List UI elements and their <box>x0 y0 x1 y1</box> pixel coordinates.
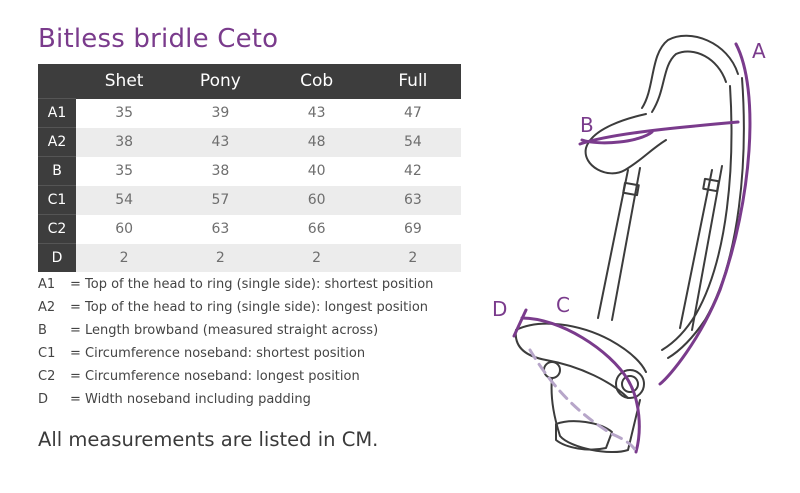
table-cell: 54 <box>76 185 173 215</box>
table-cell: 47 <box>403 105 422 121</box>
side-ring-inner <box>621 375 639 393</box>
table-cell: 2 <box>76 243 173 272</box>
row-label: A2 <box>38 127 76 157</box>
table-cell: 63 <box>211 221 230 237</box>
units-note: All measurements are listed in CM. <box>38 428 379 451</box>
legend-item: A2 = Top of the head to ring (single side… <box>38 296 433 319</box>
table-cell: 69 <box>403 221 422 237</box>
bridle-diagram: A B C D <box>492 34 766 454</box>
label-a: A <box>752 39 766 63</box>
browband <box>584 113 667 175</box>
chin-strap <box>550 377 641 454</box>
front-cheek-right <box>611 167 641 321</box>
column-header: Full <box>364 64 461 99</box>
keeper-right <box>702 177 720 193</box>
table-cell: 35 <box>115 105 134 121</box>
legend-item: D = Width noseband including padding <box>38 388 433 411</box>
column-header: Pony <box>172 64 269 99</box>
row-label: D <box>38 243 76 272</box>
keeper-left <box>622 181 640 197</box>
measure-c-line <box>520 316 641 454</box>
row-label: C1 <box>38 185 76 215</box>
side-cheek-right <box>691 165 723 331</box>
legend-code: C2 <box>38 369 56 384</box>
table-cell: 39 <box>211 105 230 121</box>
label-d: D <box>492 297 507 321</box>
side-cheek-left <box>679 169 713 329</box>
legend-item: C1 = Circumference noseband: shortest pos… <box>38 342 433 365</box>
legend-text: = Circumference noseband: longest positi… <box>70 369 360 384</box>
legend-code: A2 <box>38 300 56 315</box>
measure-d-tick <box>512 308 528 338</box>
noseband-top <box>515 322 647 373</box>
row-label: C2 <box>38 214 76 244</box>
side-ring <box>615 369 645 399</box>
table-corner-cell <box>38 64 76 99</box>
legend-item: A1 = Top of the head to ring (single side… <box>38 273 433 296</box>
table-cell: 2 <box>172 243 269 272</box>
label-c: C <box>556 293 570 317</box>
table-cell: 63 <box>364 185 461 215</box>
legend-text: = Top of the head to ring (single side):… <box>70 300 429 315</box>
legend-text: = Length browband (measured straight acr… <box>70 323 379 338</box>
table-row: C2 60 63 66 69 <box>38 214 461 244</box>
table-cell: 43 <box>172 127 269 157</box>
table-cell: 48 <box>268 127 365 157</box>
table-cell: 38 <box>76 127 173 157</box>
page-title: Bitless bridle Ceto <box>38 24 279 54</box>
headpiece-inner <box>651 50 727 113</box>
measure-c-dashed-line <box>528 348 638 454</box>
table-cell: 42 <box>403 163 422 179</box>
table-header-row: Shet Pony Cob Full <box>38 64 461 99</box>
legend-text: = Top of the head to ring (single side):… <box>70 277 434 292</box>
row-label: A1 <box>38 98 76 128</box>
noseband-bottom <box>514 329 629 399</box>
measure-a-line <box>658 42 752 386</box>
legend-text: = Circumference noseband: shortest posit… <box>70 346 366 361</box>
table-cell: 60 <box>115 221 134 237</box>
table-row: C1 54 57 60 63 <box>38 185 461 215</box>
table-cell: 38 <box>211 163 230 179</box>
table-cell: 54 <box>364 127 461 157</box>
nose-ring <box>543 361 561 379</box>
rear-cheek-strap-outer <box>667 77 745 359</box>
measurement-legend: A1 = Top of the head to ring (single side… <box>38 273 433 411</box>
measure-b-loop <box>580 130 654 145</box>
column-header: Cob <box>268 64 365 99</box>
legend-code: C1 <box>38 346 56 361</box>
table-cell: 57 <box>172 185 269 215</box>
table-row: A2 38 43 48 54 <box>38 127 461 157</box>
legend-text: = Width noseband including padding <box>70 392 311 407</box>
table-cell: 60 <box>268 185 365 215</box>
table-cell: 66 <box>307 221 326 237</box>
column-header: Shet <box>76 64 173 99</box>
table-cell: 40 <box>307 163 326 179</box>
label-b: B <box>580 113 594 137</box>
measure-b-line <box>578 120 740 146</box>
table-row: A1 35 39 43 47 <box>38 98 461 128</box>
legend-code: D <box>38 392 49 407</box>
table-row: B 35 38 40 42 <box>38 156 461 186</box>
table-row: D 2 2 2 2 <box>38 243 461 272</box>
rear-cheek-strap-inner <box>661 85 733 351</box>
table-cell: 35 <box>115 163 134 179</box>
headpiece-outer <box>641 34 739 109</box>
legend-item: C2 = Circumference noseband: longest posi… <box>38 365 433 388</box>
legend-item: B = Length browband (measured straight ac… <box>38 319 433 342</box>
size-table: Shet Pony Cob Full A1 35 39 43 47 A2 38 … <box>38 64 461 272</box>
chin-pad <box>555 420 613 451</box>
table-cell: 2 <box>364 243 461 272</box>
table-cell: 2 <box>268 243 365 272</box>
table-cell: 43 <box>307 105 326 121</box>
front-cheek-left <box>597 169 629 319</box>
legend-code: B <box>38 323 47 338</box>
row-label: B <box>38 156 76 186</box>
legend-code: A1 <box>38 277 56 292</box>
